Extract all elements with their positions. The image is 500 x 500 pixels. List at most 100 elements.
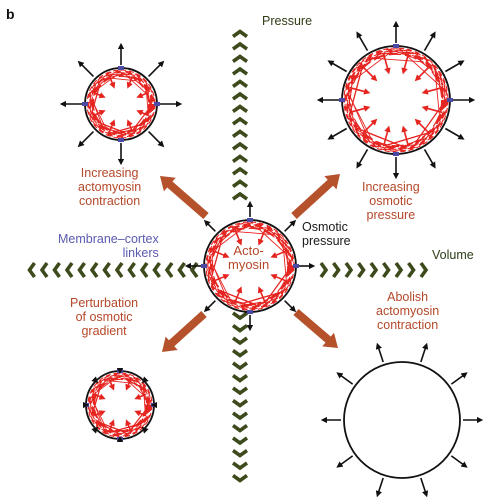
inward-arrow	[401, 53, 410, 75]
cortex-fiber	[131, 405, 150, 429]
chevron	[152, 261, 161, 279]
inward-arrow	[361, 118, 378, 135]
inward-arrow	[233, 228, 243, 246]
chevron	[231, 324, 249, 333]
chevron	[231, 79, 249, 88]
cortex-fiber	[347, 51, 445, 149]
inward-arrow	[401, 125, 410, 147]
inward-arrow	[126, 119, 134, 133]
chevron	[419, 261, 429, 279]
volume-axis-right	[319, 261, 429, 279]
chevron	[231, 191, 249, 201]
inward-arrow	[108, 119, 116, 133]
cortex-fiber	[91, 376, 149, 434]
outward-arrow	[444, 127, 465, 140]
chevron	[231, 104, 249, 113]
transition-arrows	[160, 174, 340, 352]
cortex-fiber	[282, 239, 288, 283]
inward-arrow	[93, 410, 106, 417]
cell-membrane	[343, 361, 461, 479]
chevron	[102, 261, 111, 279]
cortex-fiber	[92, 376, 118, 396]
inward-arrow	[108, 378, 115, 391]
inward-arrow	[126, 75, 134, 89]
chevron	[231, 349, 249, 358]
cortex-fiber	[384, 131, 433, 147]
chevron	[231, 166, 249, 176]
linker	[118, 66, 124, 70]
inward-arrow	[212, 249, 230, 259]
chevron	[231, 436, 249, 446]
inward-arrow	[212, 273, 230, 283]
chevron	[231, 116, 249, 126]
chevron	[382, 261, 391, 279]
inward-arrow	[134, 393, 147, 400]
chevron	[27, 261, 36, 279]
contraction-arrows	[92, 75, 150, 133]
linker	[201, 264, 207, 268]
inward-arrow	[233, 286, 243, 304]
outward-arrow	[423, 31, 436, 52]
cortex-fiber	[86, 69, 156, 139]
chevron	[231, 129, 249, 138]
cell-membrane	[341, 45, 451, 155]
cortex-fiber	[92, 101, 105, 132]
chevron	[114, 261, 124, 279]
outward-arrow	[284, 300, 297, 313]
pressure-arrows	[59, 42, 183, 166]
chevron	[407, 261, 416, 279]
cortex-fiber	[211, 262, 229, 303]
chevron	[369, 261, 379, 279]
inward-arrow	[125, 378, 132, 391]
outward-arrow	[423, 148, 436, 169]
pressure-arrows	[82, 367, 158, 443]
chevron	[139, 261, 149, 279]
cortex-fiber	[240, 291, 281, 305]
cortex-fiber	[142, 386, 147, 417]
inward-arrow	[136, 109, 150, 117]
cell-membrane	[85, 370, 155, 440]
cortex-fiber	[349, 53, 443, 147]
chevron	[231, 141, 249, 151]
chevron	[344, 261, 354, 279]
outward-arrow	[77, 60, 94, 77]
pressure-axis-down	[231, 311, 249, 483]
outward-arrow	[356, 148, 369, 169]
linker	[339, 98, 345, 102]
cortex-fiber	[207, 223, 293, 309]
inward-arrow	[382, 53, 391, 75]
volume-axis-left	[27, 261, 199, 279]
cortex-fiber	[349, 96, 371, 143]
inward-arrow	[421, 105, 443, 114]
outward-arrow	[420, 342, 429, 363]
outward-arrow	[141, 376, 149, 384]
panel-letter: b	[6, 6, 15, 22]
inward-arrow	[361, 65, 378, 82]
chevron	[231, 54, 249, 63]
pressure-arrows	[320, 342, 484, 498]
cortex-fiber	[91, 376, 149, 434]
cortex-fiber	[89, 374, 151, 436]
membrane-cortex-linkers-label: Membrane–cortex linkers	[58, 232, 159, 260]
outward-arrow	[336, 455, 354, 468]
cortex-fiber	[113, 123, 144, 133]
actomyosin-label: Acto- myosin	[228, 243, 270, 272]
cortex-fiber	[404, 53, 442, 88]
chevron	[231, 41, 249, 51]
chevron	[89, 261, 99, 279]
chevron	[231, 461, 249, 471]
cortex-fiber	[91, 73, 118, 94]
membrane-cortex-linkers	[201, 218, 299, 314]
inward-arrow	[414, 65, 431, 82]
inward-arrow	[414, 118, 431, 135]
chevron	[231, 361, 249, 371]
cortex-fiber	[91, 74, 151, 134]
outward-arrow	[203, 300, 216, 313]
cortex-fiber	[209, 225, 291, 307]
chevron	[357, 261, 366, 279]
linker	[154, 102, 160, 106]
arrow-to-contracted	[160, 176, 209, 220]
cortex-fiber	[88, 373, 152, 437]
chevron	[231, 411, 249, 421]
cortex-fiber	[124, 378, 147, 398]
